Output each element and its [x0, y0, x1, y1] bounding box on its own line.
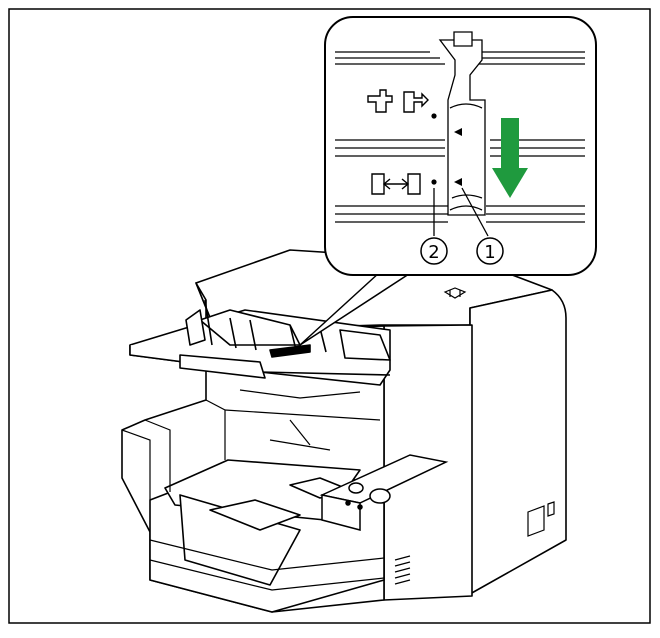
callout-2: 2 — [420, 237, 448, 265]
tray-guide-lock-icon — [371, 173, 421, 195]
panel-button-large — [369, 488, 391, 504]
tray-guide-open-icon — [367, 89, 429, 113]
down-arrow-icon — [492, 118, 528, 198]
panel-button-small — [348, 482, 364, 494]
position-markers — [431, 113, 462, 186]
scanner-details — [121, 287, 555, 591]
control-panel — [319, 454, 449, 531]
callout-2-label: 2 — [428, 242, 439, 263]
callout-1: 1 — [476, 237, 504, 265]
magnified-details — [335, 31, 585, 223]
callout-leaders — [433, 187, 489, 237]
callout-1-label: 1 — [484, 242, 495, 263]
